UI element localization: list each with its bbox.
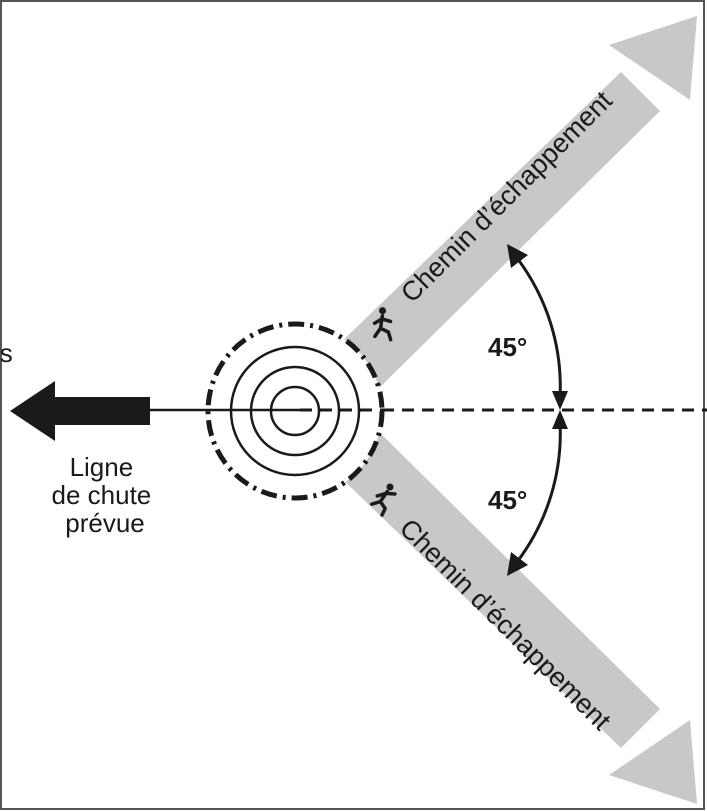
lower-escape-path-arrowhead (609, 720, 697, 804)
lower-angle-arc-line (515, 421, 562, 563)
fall-line-label-line-3: prévue (65, 508, 145, 538)
lower-angle-arrowhead-top (552, 410, 568, 429)
upper-angle-arc-line (515, 257, 562, 399)
fall-direction-arrow (10, 381, 150, 441)
lower-escape-path (335, 428, 697, 804)
fall-arrow-head (10, 381, 55, 441)
cut-off-label: ls (0, 338, 13, 368)
upper-angle-arrowhead-bottom (552, 391, 568, 410)
lower-angle-label: 45° (488, 485, 527, 515)
upper-escape-path-band (335, 72, 660, 392)
running-person-icon (372, 307, 393, 342)
fall-line-label-line-1: Ligne (70, 452, 134, 482)
lower-escape-path-band (335, 428, 660, 748)
running-person-icon (370, 483, 397, 517)
lower-angle-arc (507, 410, 568, 576)
lower-angle-arrowhead-bottom (507, 552, 528, 576)
upper-angle-label: 45° (488, 332, 527, 362)
upper-angle-arc (507, 244, 568, 410)
upper-angle-arrowhead-top (507, 244, 528, 268)
tree-stump (205, 321, 385, 501)
upper-escape-path-arrowhead (609, 16, 697, 100)
fall-arrow-shaft (55, 397, 150, 425)
upper-escape-path (335, 16, 697, 392)
fall-line-label-line-2: de chute (52, 480, 152, 510)
fall-line-label: Ligne de chute prévue (52, 452, 159, 538)
